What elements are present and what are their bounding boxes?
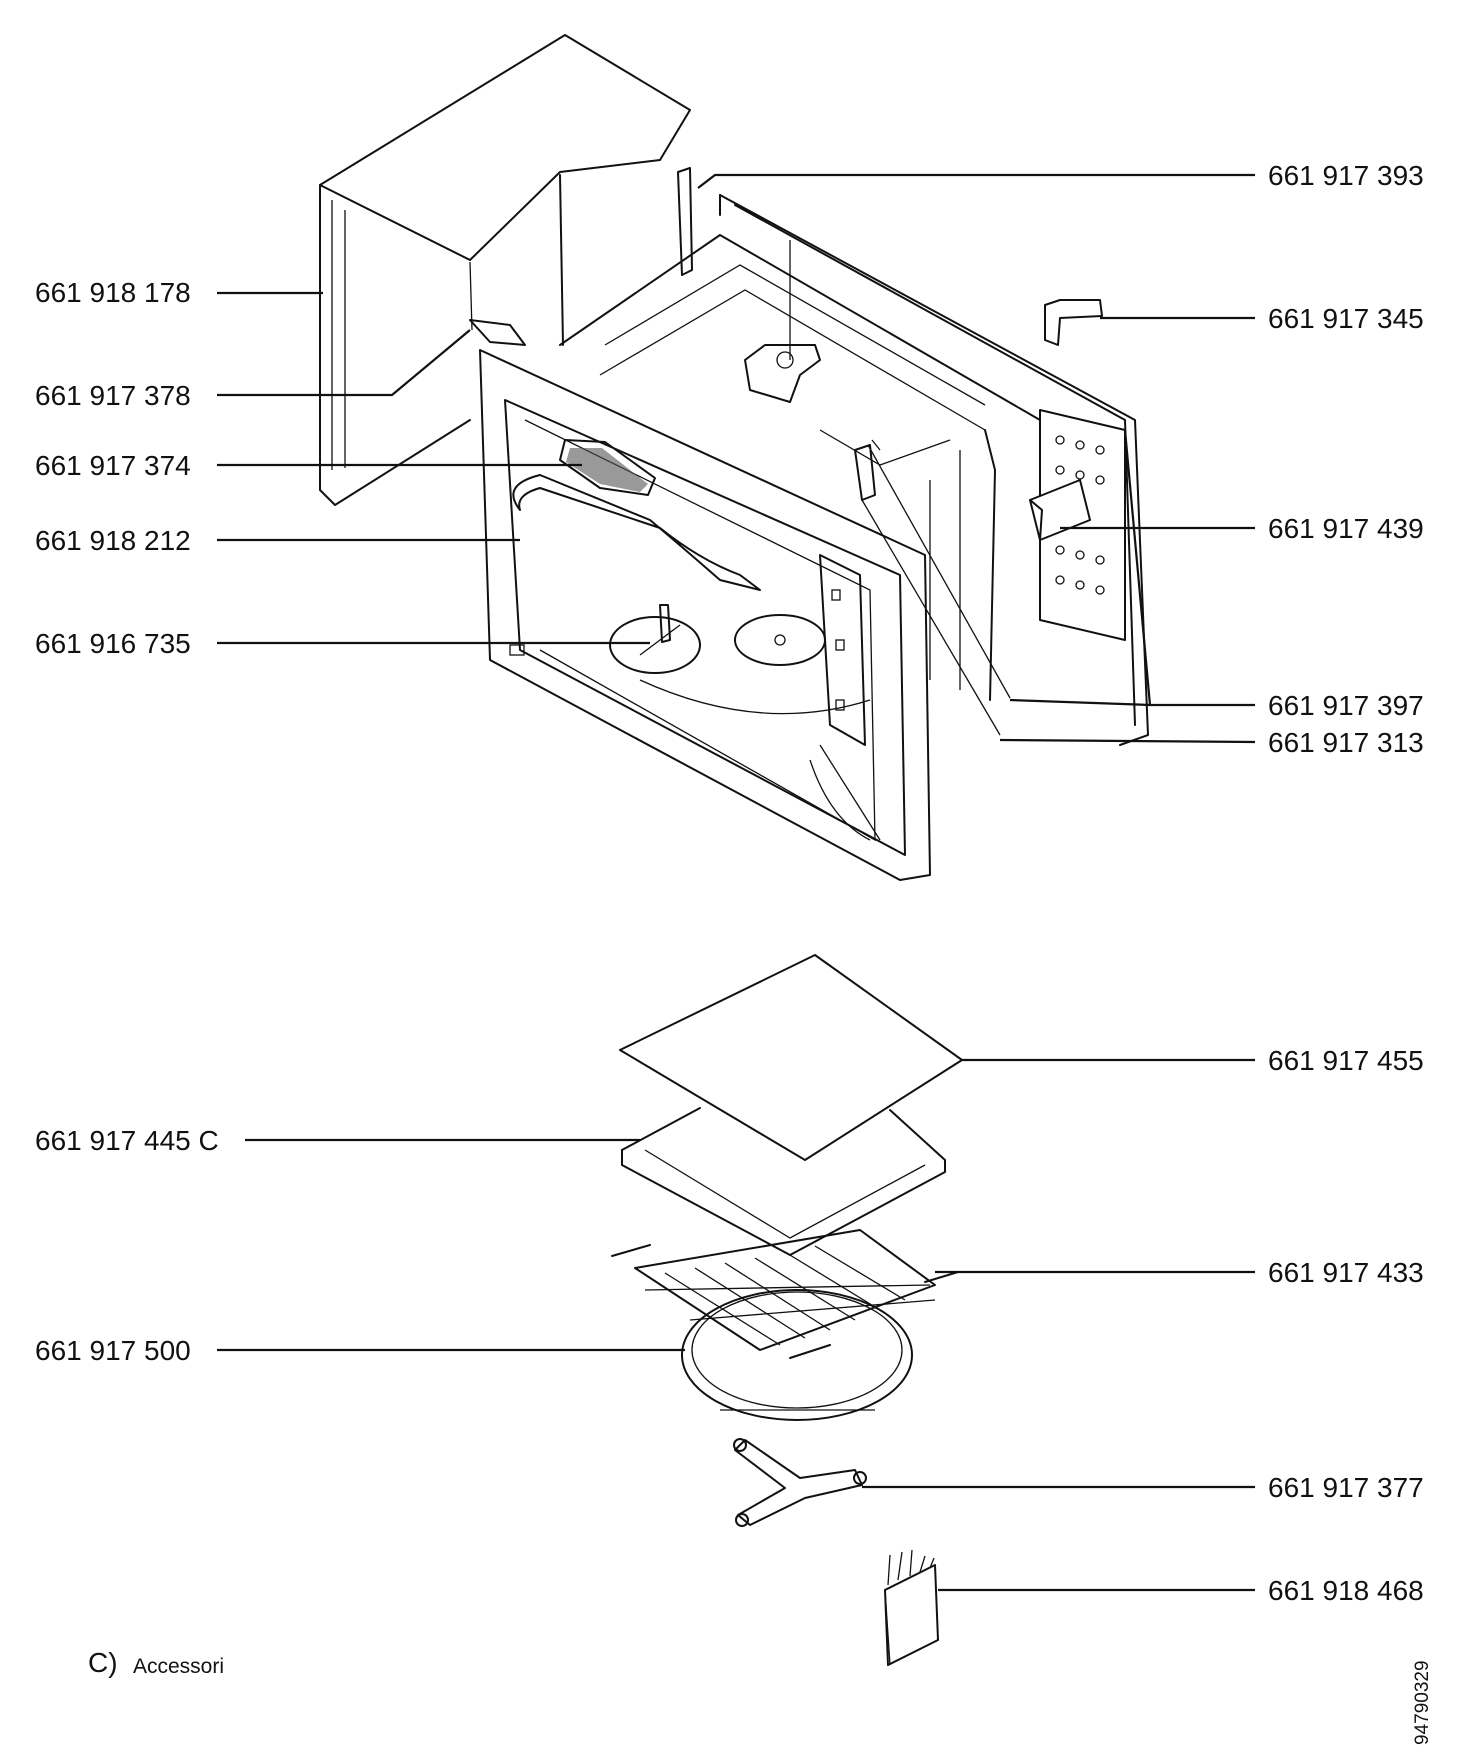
label-661-917-439: 661 917 439 bbox=[1268, 513, 1424, 544]
label-661-917-345: 661 917 345 bbox=[1268, 303, 1424, 334]
label-661-917-445-c: 661 917 445 C bbox=[35, 1125, 219, 1156]
part-374-shape bbox=[559, 439, 656, 496]
part-468-shape bbox=[884, 1549, 939, 1666]
oven-cavity-box bbox=[559, 194, 1149, 746]
leader-lines bbox=[217, 173, 1256, 1592]
oven-assembly bbox=[319, 34, 1149, 881]
label-661-918-212: 661 918 212 bbox=[35, 525, 191, 556]
caption-letter: C) bbox=[88, 1647, 118, 1678]
label-661-917-374: 661 917 374 bbox=[35, 450, 191, 481]
label-661-917-500: 661 917 500 bbox=[35, 1335, 191, 1366]
front-frame bbox=[479, 349, 931, 881]
caption: C) Accessori bbox=[88, 1647, 224, 1678]
part-labels: 661 917 393 661 917 345 661 917 439 661 … bbox=[35, 160, 1424, 1606]
label-661-917-397: 661 917 397 bbox=[1268, 690, 1424, 721]
part-377-shape bbox=[733, 1438, 867, 1527]
part-212-shape bbox=[512, 474, 761, 591]
part-393-shape bbox=[677, 167, 693, 276]
label-661-918-178: 661 918 178 bbox=[35, 277, 191, 308]
label-661-917-313: 661 917 313 bbox=[1268, 727, 1424, 758]
label-661-916-735: 661 916 735 bbox=[35, 628, 191, 659]
casing-cover bbox=[319, 34, 691, 506]
part-378-shape bbox=[469, 319, 526, 346]
part-735-shape bbox=[609, 604, 701, 674]
label-661-917-433: 661 917 433 bbox=[1268, 1257, 1424, 1288]
part-500-shape bbox=[681, 1289, 913, 1421]
label-661-918-468: 661 918 468 bbox=[1268, 1575, 1424, 1606]
label-661-917-393: 661 917 393 bbox=[1268, 160, 1424, 191]
part-439-shape bbox=[1029, 479, 1091, 541]
part-345-shape bbox=[1044, 299, 1103, 346]
part-433-shape bbox=[611, 1229, 959, 1359]
document-number: 94790329 bbox=[1412, 1660, 1433, 1745]
label-661-917-455: 661 917 455 bbox=[1268, 1045, 1424, 1076]
part-397-313-shape bbox=[854, 439, 1011, 736]
label-661-917-377: 661 917 377 bbox=[1268, 1472, 1424, 1503]
label-661-917-378: 661 917 378 bbox=[35, 380, 191, 411]
accessories-assembly bbox=[611, 954, 963, 1666]
caption-text: Accessori bbox=[133, 1655, 224, 1678]
side-vent-panel bbox=[1039, 409, 1126, 641]
